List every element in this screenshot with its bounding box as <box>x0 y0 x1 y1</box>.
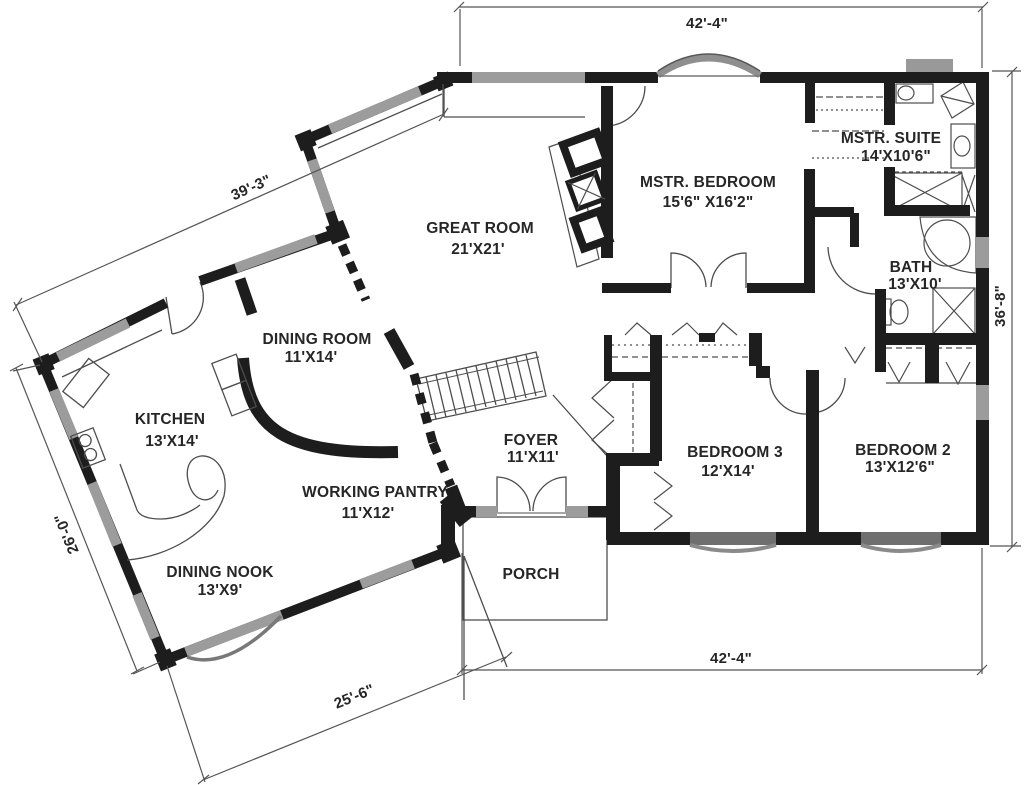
svg-text:BEDROOM 2: BEDROOM 2 <box>855 442 951 459</box>
svg-text:14'X10'6": 14'X10'6" <box>861 148 931 165</box>
svg-text:MSTR. SUITE: MSTR. SUITE <box>841 130 941 147</box>
svg-text:21'X21': 21'X21' <box>451 241 505 258</box>
svg-text:13'X12'6": 13'X12'6" <box>865 459 935 476</box>
svg-text:13'X14': 13'X14' <box>145 433 199 450</box>
svg-text:15'6" X16'2": 15'6" X16'2" <box>663 194 754 211</box>
svg-text:WORKING PANTRY: WORKING PANTRY <box>302 484 448 501</box>
svg-text:36'-8": 36'-8" <box>992 285 1009 327</box>
svg-text:MSTR. BEDROOM: MSTR. BEDROOM <box>640 174 776 191</box>
svg-text:GREAT ROOM: GREAT ROOM <box>426 220 534 237</box>
svg-text:PORCH: PORCH <box>503 566 560 583</box>
svg-text:13'X9': 13'X9' <box>198 582 243 599</box>
svg-text:12'X14': 12'X14' <box>701 463 755 480</box>
svg-text:DINING NOOK: DINING NOOK <box>166 564 274 581</box>
svg-text:11'X12': 11'X12' <box>342 505 395 522</box>
svg-text:42'-4": 42'-4" <box>710 650 752 667</box>
svg-text:DINING ROOM: DINING ROOM <box>263 331 372 348</box>
svg-text:BATH: BATH <box>890 259 933 276</box>
svg-text:BEDROOM 3: BEDROOM 3 <box>687 444 783 461</box>
svg-text:42'-4": 42'-4" <box>686 15 728 32</box>
svg-text:11'X11': 11'X11' <box>507 449 559 466</box>
svg-text:FOYER: FOYER <box>504 432 558 449</box>
svg-text:KITCHEN: KITCHEN <box>135 411 205 428</box>
svg-text:11'X14': 11'X14' <box>285 349 338 366</box>
svg-text:13'X10': 13'X10' <box>888 276 942 293</box>
